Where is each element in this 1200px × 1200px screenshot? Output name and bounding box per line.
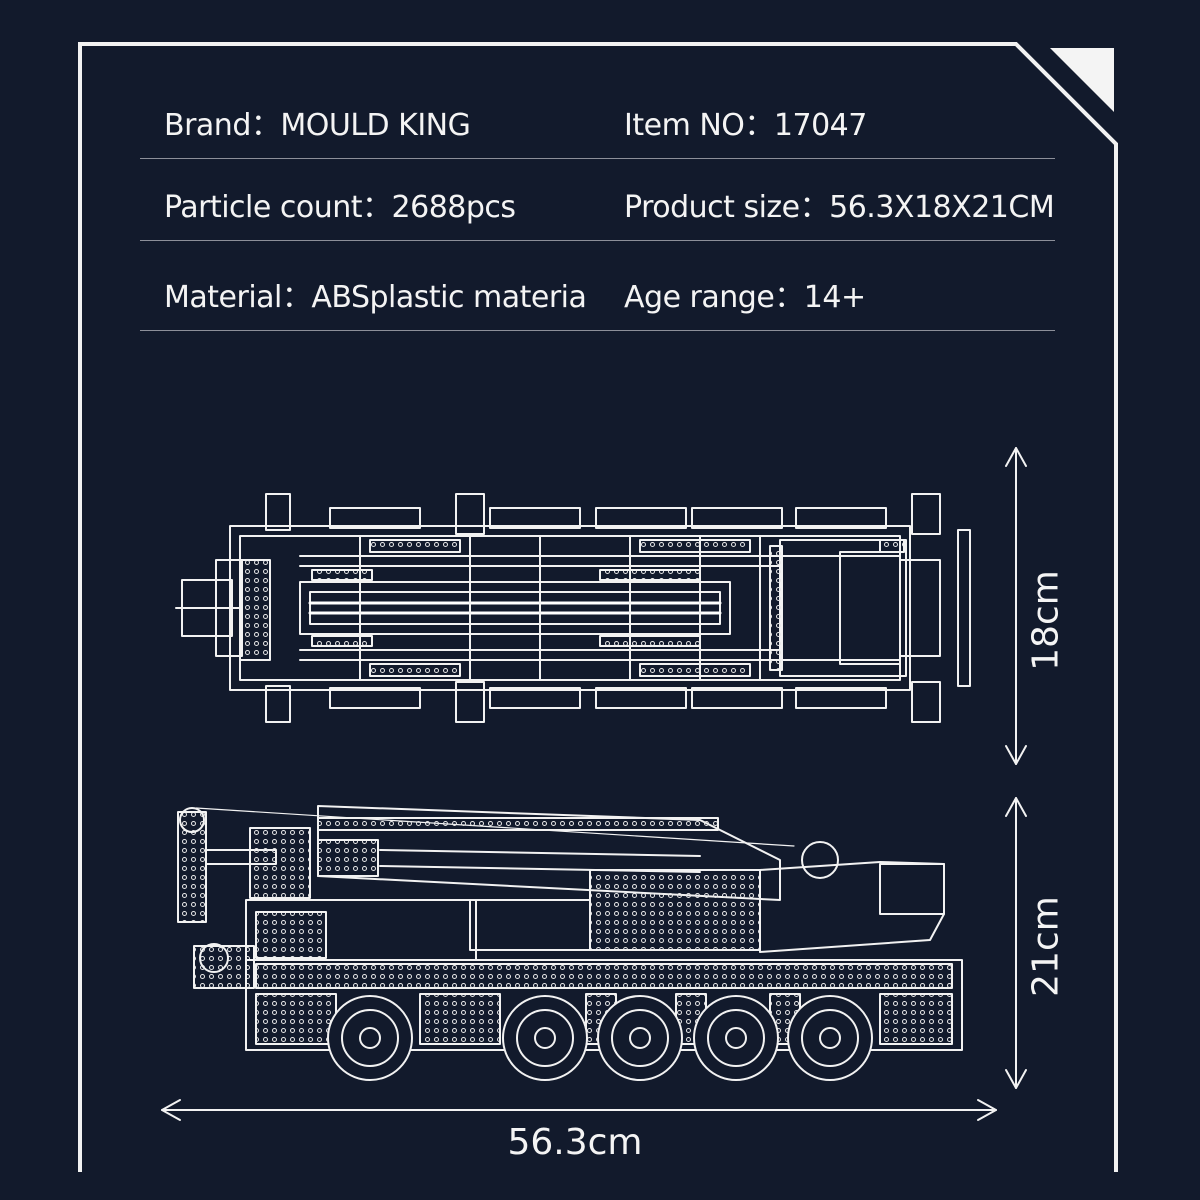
spec-row-material: Material：ABSplastic materia Age range：14… bbox=[140, 252, 1055, 331]
depth-dimension-arrow bbox=[1005, 447, 1027, 765]
age-range-label: Age range： bbox=[624, 280, 804, 315]
age-range-field: Age range：14+ bbox=[624, 272, 866, 316]
item-no-field: Item NO：17047 bbox=[624, 100, 867, 144]
item-no-label: Item NO： bbox=[624, 108, 774, 143]
particle-count-value: 2688pcs bbox=[391, 190, 517, 225]
spec-row-brand: Brand：MOULD KING Item NO：17047 bbox=[140, 80, 1055, 159]
material-value: ABSplastic materia bbox=[311, 280, 587, 315]
brand-value: MOULD KING bbox=[280, 108, 471, 143]
side-view-drawing bbox=[177, 805, 963, 1081]
age-range-value: 14+ bbox=[803, 280, 866, 315]
particle-count-field: Particle count：2688pcs bbox=[164, 182, 516, 226]
material-label: Material： bbox=[164, 280, 312, 315]
material-field: Material：ABSplastic materia bbox=[164, 272, 587, 316]
top-view-drawing bbox=[175, 493, 971, 723]
item-no-value: 17047 bbox=[773, 108, 867, 143]
depth-dimension-label: 18cm bbox=[1025, 570, 1067, 671]
brand-field: Brand：MOULD KING bbox=[164, 100, 471, 144]
product-size-value: 56.3X18X21CM bbox=[829, 190, 1055, 225]
wheel-2 bbox=[502, 995, 588, 1081]
wheel-1 bbox=[327, 995, 413, 1081]
width-dimension-arrow bbox=[161, 1099, 997, 1121]
corner-triangle-icon bbox=[1050, 48, 1114, 112]
height-dimension-arrow bbox=[1005, 797, 1027, 1089]
product-size-field: Product size：56.3X18X21CM bbox=[624, 182, 1055, 226]
wheel-5 bbox=[787, 995, 873, 1081]
brand-label: Brand： bbox=[164, 108, 281, 143]
wheel-4 bbox=[693, 995, 779, 1081]
wheel-3 bbox=[597, 995, 683, 1081]
product-size-label: Product size： bbox=[624, 190, 830, 225]
particle-count-label: Particle count： bbox=[164, 190, 392, 225]
height-dimension-label: 21cm bbox=[1025, 896, 1067, 997]
spec-row-particles: Particle count：2688pcs Product size：56.3… bbox=[140, 162, 1055, 241]
width-dimension-label: 56.3cm bbox=[507, 1122, 643, 1163]
